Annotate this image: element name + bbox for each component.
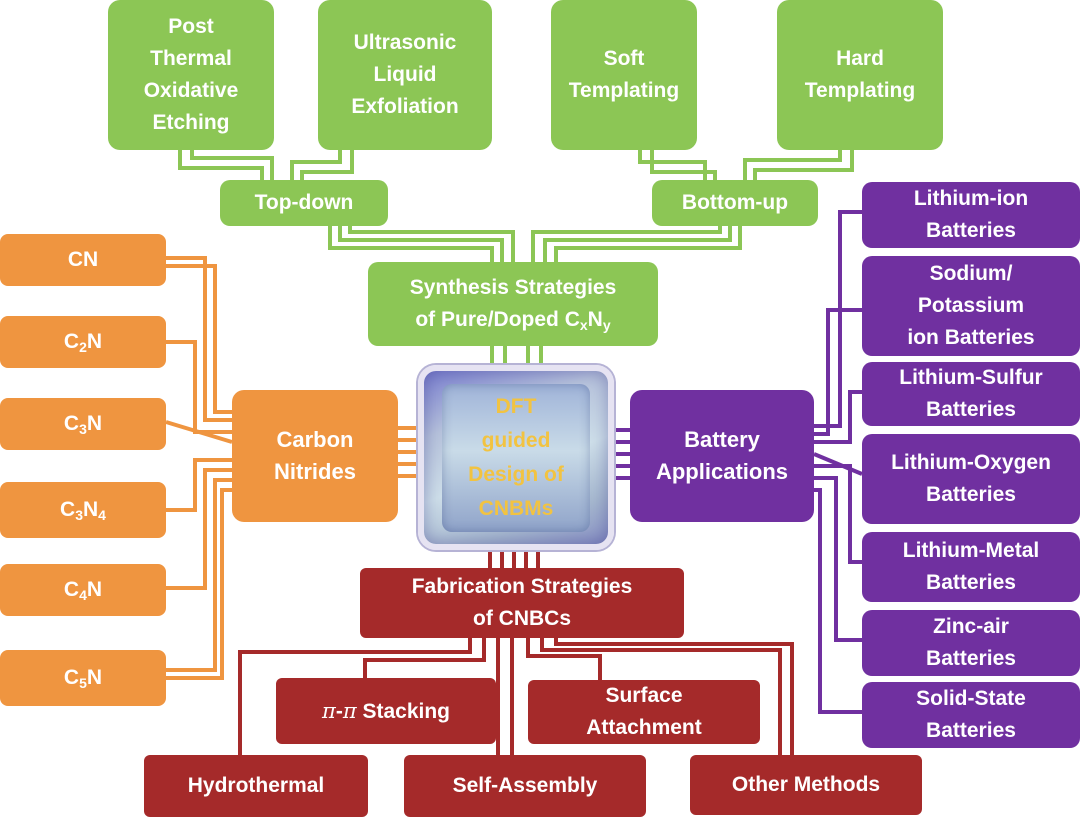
box-line: Lithium-ion: [913, 187, 1029, 210]
box-line: Batteries: [926, 647, 1016, 670]
box-line: Templating: [568, 79, 680, 102]
box-line: Etching: [152, 111, 230, 134]
formula: C3N: [63, 412, 103, 437]
formula: C3N4: [60, 498, 106, 523]
battery-applications-box: Battery Applications: [630, 390, 814, 522]
box-line: Batteries: [926, 398, 1016, 421]
synthesis-strategies-box: Synthesis Strategies of Pure/Doped CxNy: [368, 262, 658, 346]
center-chip-label: DFT guided Design of CNBMs: [442, 383, 590, 532]
box-line: Batteries: [926, 219, 1016, 242]
box-line: Bottom-up: [681, 191, 789, 214]
box-line: Solid-State: [916, 687, 1026, 710]
lithium-metal-box: Lithium-Metal Batteries: [862, 532, 1080, 602]
surface-attachment-box: Surface Attachment: [528, 680, 760, 744]
box-line: Batteries: [926, 483, 1016, 506]
formula: C5N: [63, 666, 103, 691]
box-line: Liquid: [373, 63, 437, 86]
c3n4-item: C3N4: [0, 482, 166, 538]
box-line: ion Batteries: [907, 326, 1035, 349]
box-line: Other Methods: [731, 773, 881, 796]
box-line: Post: [168, 15, 214, 38]
bottom-up-box: Bottom-up: [652, 180, 818, 226]
solid-state-box: Solid-State Batteries: [862, 682, 1080, 748]
box-line: Lithium-Metal: [902, 539, 1040, 562]
box-line: Top-down: [254, 191, 354, 214]
box-line: Battery: [684, 427, 760, 452]
box-line: Attachment: [586, 716, 702, 739]
box-line: Batteries: [926, 719, 1016, 742]
box-line: Ultrasonic: [353, 31, 457, 54]
chip-line: guided: [481, 428, 551, 452]
sodium-potassium-ion-box: Sodium/ Potassium ion Batteries: [862, 256, 1080, 356]
top-down-box: Top-down: [220, 180, 388, 226]
box-line: Hard: [836, 47, 884, 70]
box-line: Sodium/: [929, 262, 1013, 285]
chip-line: Design of: [468, 462, 564, 486]
box-line: Templating: [804, 79, 916, 102]
formula: C4N: [63, 578, 103, 603]
box-line: Lithium-Oxygen: [891, 451, 1051, 474]
c5n-item: C5N: [0, 650, 166, 706]
chip-line: DFT: [495, 394, 537, 418]
pi-pi-stacking-box: π-π Stacking: [276, 678, 496, 744]
box-line: Exfoliation: [351, 95, 459, 118]
lithium-oxygen-box: Lithium-Oxygen Batteries: [862, 434, 1080, 524]
carbon-nitrides-box: Carbon Nitrides: [232, 390, 398, 522]
c4n-item: C4N: [0, 564, 166, 616]
lithium-ion-box: Lithium-ion Batteries: [862, 182, 1080, 248]
box-line: Batteries: [926, 571, 1016, 594]
box-line: Self-Assembly: [452, 774, 598, 797]
box-line: Carbon: [276, 427, 354, 452]
chip-line: CNBMs: [478, 496, 554, 520]
box-line: of CNBCs: [473, 607, 571, 630]
c3n-item: C3N: [0, 398, 166, 450]
box-line: Nitrides: [274, 459, 356, 484]
zinc-air-box: Zinc-air Batteries: [862, 610, 1080, 676]
box-line: Synthesis Strategies: [409, 276, 617, 299]
formula: CN: [67, 248, 99, 271]
box-line: Zinc-air: [933, 615, 1009, 638]
box-line: Potassium: [917, 294, 1025, 317]
other-methods-box: Other Methods: [690, 755, 922, 815]
box-line: Soft: [603, 47, 645, 70]
hard-templating-box: Hard Templating: [777, 0, 943, 150]
box-line: of Pure/Doped CxNy: [415, 308, 611, 333]
box-line: Hydrothermal: [187, 774, 325, 797]
post-thermal-oxidative-etching-box: Post Thermal Oxidative Etching: [108, 0, 274, 150]
box-line: Applications: [655, 459, 788, 484]
ultrasonic-liquid-exfoliation-box: Ultrasonic Liquid Exfoliation: [318, 0, 492, 150]
lithium-sulfur-box: Lithium-Sulfur Batteries: [862, 362, 1080, 426]
formula: C2N: [63, 330, 103, 355]
cn-item: CN: [0, 234, 166, 286]
box-line: π-π Stacking: [322, 698, 450, 723]
box-line: Thermal: [150, 47, 232, 70]
box-line: Lithium-Sulfur: [899, 366, 1043, 389]
self-assembly-box: Self-Assembly: [404, 755, 646, 817]
center-chip: DFT guided Design of CNBMs: [418, 365, 614, 550]
soft-templating-box: Soft Templating: [551, 0, 697, 150]
box-line: Surface: [605, 684, 683, 707]
fabrication-strategies-box: Fabrication Strategies of CNBCs: [360, 568, 684, 638]
box-line: Oxidative: [143, 79, 239, 102]
box-line: Fabrication Strategies: [411, 575, 633, 598]
c2n-item: C2N: [0, 316, 166, 368]
hydrothermal-box: Hydrothermal: [144, 755, 368, 817]
